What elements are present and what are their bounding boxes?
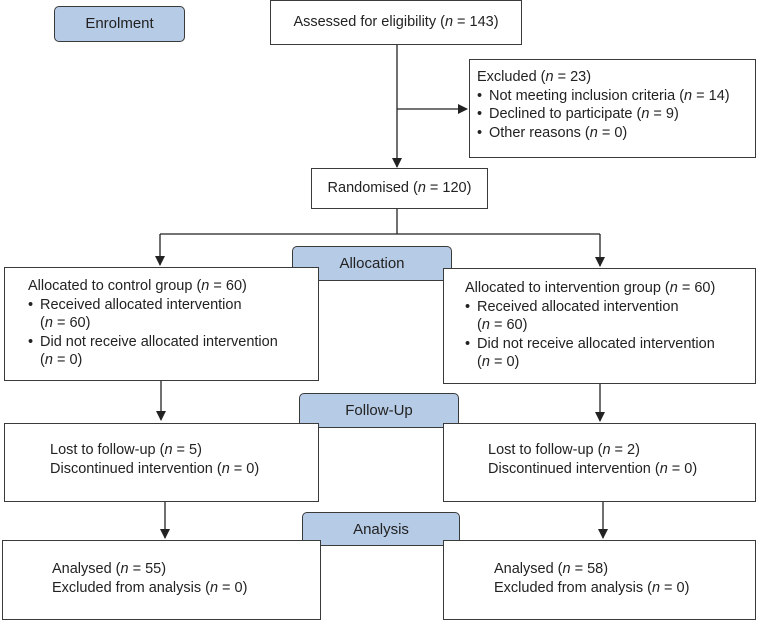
control-analysis-box: Analysed (n = 55) Excluded from analysis… — [2, 540, 321, 620]
stage-label-enrolment: Enrolment — [54, 6, 185, 42]
stage-label-follow-up: Follow-Up — [299, 393, 459, 428]
randomised-box: Randomised (n = 120) — [311, 168, 488, 209]
control-allocation-box: Allocated to control group (n = 60) Rece… — [4, 267, 319, 381]
excluded-box: Excluded (n = 23) Not meeting inclusion … — [469, 59, 756, 158]
excluded-title: Excluded (n = 23) — [477, 69, 592, 85]
excluded-reason: Declined to participate (n = 9) — [477, 105, 755, 124]
intervention-analysis-box: Analysed (n = 58) Excluded from analysis… — [443, 540, 756, 620]
intervention-follow-up-box: Lost to follow-up (n = 2) Discontinued i… — [443, 423, 756, 502]
intervention-allocation-box: Allocated to intervention group (n = 60)… — [443, 268, 756, 384]
assessed-box: Assessed for eligibility (n = 143) — [270, 0, 522, 45]
control-follow-up-box: Lost to follow-up (n = 5) Discontinued i… — [4, 423, 319, 502]
stage-label-analysis: Analysis — [302, 512, 460, 546]
stage-label-allocation: Allocation — [292, 246, 452, 281]
excluded-reason: Other reasons (n = 0) — [477, 124, 755, 143]
excluded-reason: Not meeting inclusion criteria (n = 14) — [477, 87, 755, 106]
